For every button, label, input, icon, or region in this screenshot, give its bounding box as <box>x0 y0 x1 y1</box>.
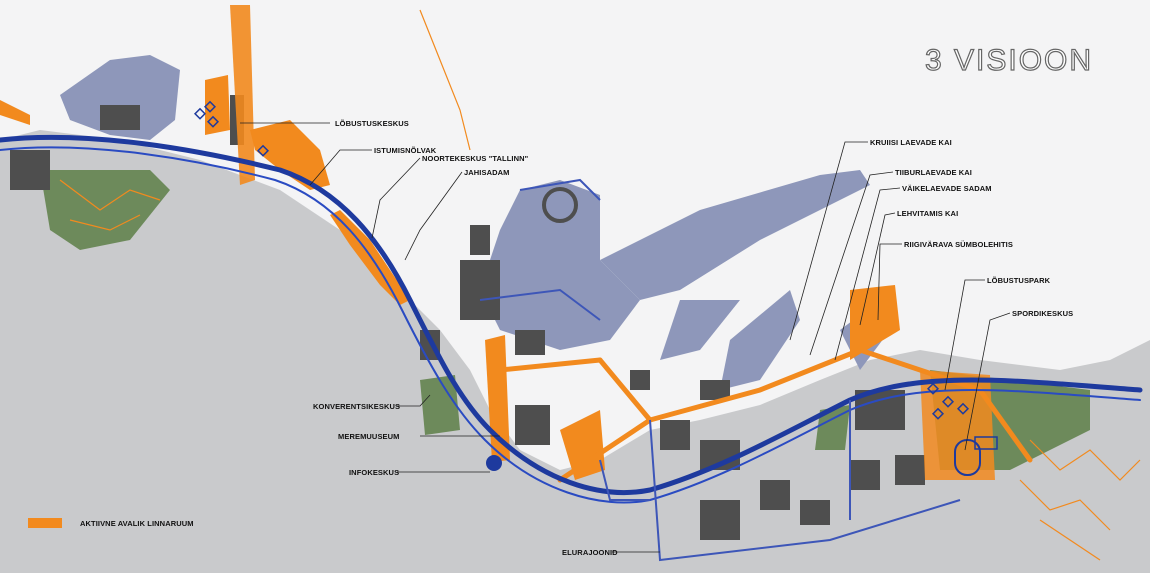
label-lobustuskeskus: LÕBUSTUSKESKUS <box>335 119 409 128</box>
legend: AKTIIVNE AVALIK LINNARUUM <box>28 518 194 528</box>
park-konverents <box>420 375 460 435</box>
pier-cruise <box>600 170 870 300</box>
legend-swatch <box>28 518 62 528</box>
leader-lines <box>240 122 1011 553</box>
park-small <box>815 405 850 450</box>
public-space-areas <box>0 5 995 480</box>
label-meremuuseum: MEREMUUSEUM <box>338 432 400 441</box>
label-spordikeskus: SPORDIKESKUS <box>1012 309 1073 318</box>
sports-track <box>954 439 981 476</box>
label-noortekeskus: NOORTEKESKUS "TALLINN" <box>422 154 529 163</box>
label-riigivarava: RIIGIVÄRAVA SÜMBOLEHITIS <box>904 240 1013 249</box>
infokeskus-marker <box>486 455 502 471</box>
sports-field <box>974 436 998 450</box>
label-elurajoonid: ELURAJOONID <box>562 548 618 557</box>
main-road <box>0 134 1143 504</box>
label-infokeskus: INFOKESKUS <box>349 468 399 477</box>
label-istumisnolvak: ISTUMISNÕLVAK <box>374 146 437 155</box>
pier-central <box>480 180 640 350</box>
pier-west <box>60 55 180 140</box>
map-title: 3 VISIOON <box>925 44 1093 77</box>
amusement-markers <box>193 100 970 420</box>
label-lehvitamis: LEHVITAMIS KAI <box>897 209 958 218</box>
label-konverentsikeskus: KONVERENTSIKESKUS <box>313 402 400 411</box>
pier-east-2 <box>720 290 800 390</box>
label-vaikelaevade: VÄIKELAEVADE SADAM <box>902 184 992 193</box>
secondary-roads <box>479 178 961 562</box>
label-kruiisi: KRUIISI LAEVADE KAI <box>870 138 952 147</box>
legend-label: AKTIIVNE AVALIK LINNARUUM <box>80 519 194 528</box>
label-tiiburlaevade: TIIBURLAEVADE KAI <box>895 168 972 177</box>
label-jahisadam: JAHISADAM <box>464 168 510 177</box>
label-lobustuspark: LÕBUSTUSPARK <box>987 276 1051 285</box>
pier-east-1 <box>660 300 740 360</box>
public-paths <box>59 9 1141 561</box>
round-building <box>542 187 578 223</box>
